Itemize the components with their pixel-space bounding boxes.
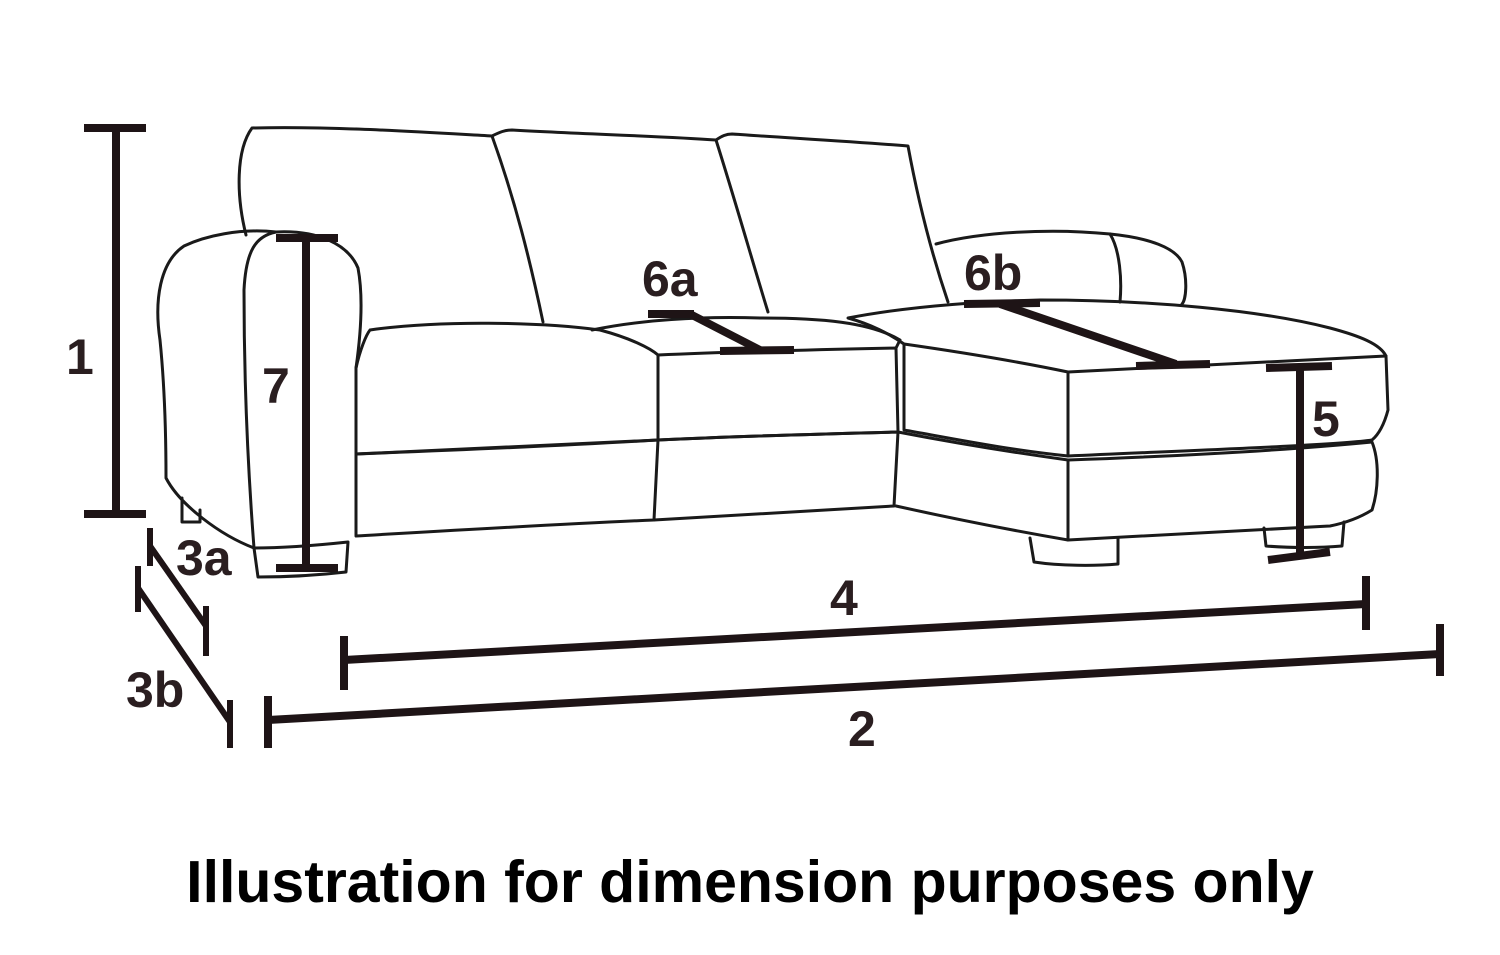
dim-6a-line (688, 310, 762, 354)
chaise-seat-side-edge (1066, 354, 1388, 374)
dim-6b-cap-bottom (1135, 360, 1211, 370)
chaise-back-arm-inner (1108, 232, 1123, 304)
seat-cushion-middle-top (590, 316, 902, 350)
chaise-foot-side (1262, 520, 1346, 549)
dim-3a-line (147, 544, 209, 628)
label-3a: 3a (176, 530, 233, 586)
left-arm-base (252, 540, 350, 579)
chaise-base-side (1066, 440, 1379, 542)
left-arm-foot (180, 496, 202, 524)
sofa-base-left (354, 438, 660, 538)
chaise-back-arm (934, 229, 1188, 306)
label-3b: 3b (126, 662, 184, 718)
dim-5-cap-top (1265, 362, 1333, 372)
chaise-seat-front-edge (902, 342, 1070, 458)
label-6b: 6b (964, 245, 1022, 301)
dim-6a-cap-bottom (719, 346, 795, 355)
seat-cushion-left (354, 321, 660, 456)
back-cushion-middle (490, 128, 770, 314)
dimension-labels: 1 7 6a 6b 5 4 2 3a 3b (66, 245, 1340, 757)
dimension-lines (84, 124, 1444, 748)
label-5: 5 (1312, 391, 1340, 447)
chaise-base (894, 430, 1070, 542)
dim-4-line (343, 600, 1367, 664)
label-6a: 6a (642, 251, 699, 307)
sofa-base-middle (652, 430, 900, 522)
back-cushion-left (237, 126, 545, 324)
label-7: 7 (262, 358, 290, 414)
dim-3b-line (135, 586, 233, 724)
seat-cushion-middle (656, 346, 900, 442)
dim-5-cap-bottom (1267, 548, 1331, 564)
left-arm-front (156, 229, 278, 550)
label-1: 1 (66, 329, 94, 385)
chaise-seat-top (846, 298, 1390, 458)
dim-6b-cap-top (963, 299, 1041, 308)
disclaimer-caption: Illustration for dimension purposes only (186, 849, 1314, 915)
sofa-drawing (156, 126, 1390, 579)
chaise-foot-front (1028, 536, 1120, 567)
back-cushion-right (714, 132, 950, 304)
dim-2-line (267, 650, 1441, 724)
dim-6b-line (998, 300, 1178, 368)
label-2: 2 (848, 701, 876, 757)
label-4: 4 (830, 570, 858, 626)
